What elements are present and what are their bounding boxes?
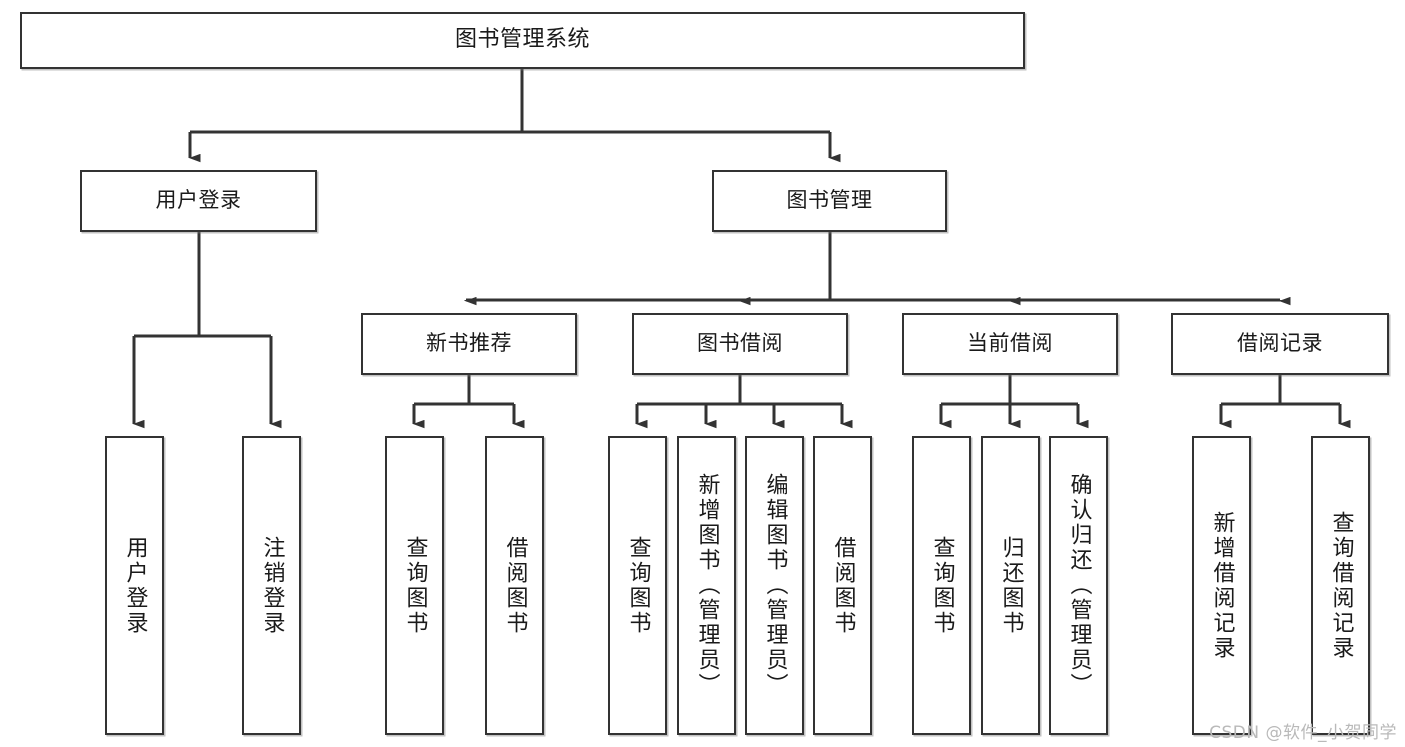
leaf-借阅图书-图书借阅[interactable]: 借阅图书 [813, 436, 872, 735]
node-label: 图书借阅 [697, 331, 783, 356]
node-label: 新增借阅记录 [1209, 510, 1235, 661]
leaf-新增图书-管理员[interactable]: 新增图书（管理员） [677, 436, 736, 735]
leaf-注销登录[interactable]: 注销登录 [242, 436, 301, 735]
leaf-查询图书-图书借阅[interactable]: 查询图书 [608, 436, 667, 735]
leaf-确认归还-管理员[interactable]: 确认归还（管理员） [1049, 436, 1108, 735]
node-label: 借阅记录 [1237, 331, 1323, 356]
node-label: 图书管理系统 [454, 27, 590, 53]
node-label: 注销登录 [259, 535, 285, 636]
csdn-watermark: CSDN @软件_小贺同学 [1209, 723, 1397, 743]
node-label: 图书管理 [786, 188, 873, 213]
node-当前借阅[interactable]: 当前借阅 [902, 313, 1118, 375]
node-图书借阅[interactable]: 图书借阅 [632, 313, 848, 375]
leaf-新增借阅记录[interactable]: 新增借阅记录 [1192, 436, 1251, 735]
leaf-编辑图书-管理员[interactable]: 编辑图书（管理员） [745, 436, 804, 735]
node-label: 借阅图书 [502, 535, 528, 636]
node-label: 归还图书 [998, 535, 1024, 636]
leaf-查询图书-当前借阅[interactable]: 查询图书 [912, 436, 971, 735]
leaf-查询图书-新书推荐[interactable]: 查询图书 [385, 436, 444, 735]
node-用户登录[interactable]: 用户登录 [80, 170, 317, 232]
node-label: 新增图书（管理员） [694, 473, 720, 698]
node-root-图书管理系统[interactable]: 图书管理系统 [20, 12, 1025, 69]
leaf-查询借阅记录[interactable]: 查询借阅记录 [1311, 436, 1370, 735]
leaf-借阅图书-新书推荐[interactable]: 借阅图书 [485, 436, 544, 735]
node-label: 当前借阅 [967, 331, 1053, 356]
node-label: 查询借阅记录 [1328, 510, 1354, 661]
node-label: 新书推荐 [426, 331, 512, 356]
leaf-归还图书[interactable]: 归还图书 [981, 436, 1040, 735]
node-label: 确认归还（管理员） [1066, 473, 1092, 698]
node-图书管理[interactable]: 图书管理 [712, 170, 947, 232]
node-label: 借阅图书 [830, 535, 856, 636]
node-新书推荐[interactable]: 新书推荐 [361, 313, 577, 375]
node-label: 查询图书 [402, 535, 428, 636]
node-借阅记录[interactable]: 借阅记录 [1171, 313, 1389, 375]
leaf-用户登录[interactable]: 用户登录 [105, 436, 164, 735]
node-label: 查询图书 [929, 535, 955, 636]
node-label: 用户登录 [155, 188, 242, 213]
node-label: 用户登录 [122, 535, 148, 636]
node-label: 编辑图书（管理员） [762, 473, 788, 698]
node-label: 查询图书 [625, 535, 651, 636]
